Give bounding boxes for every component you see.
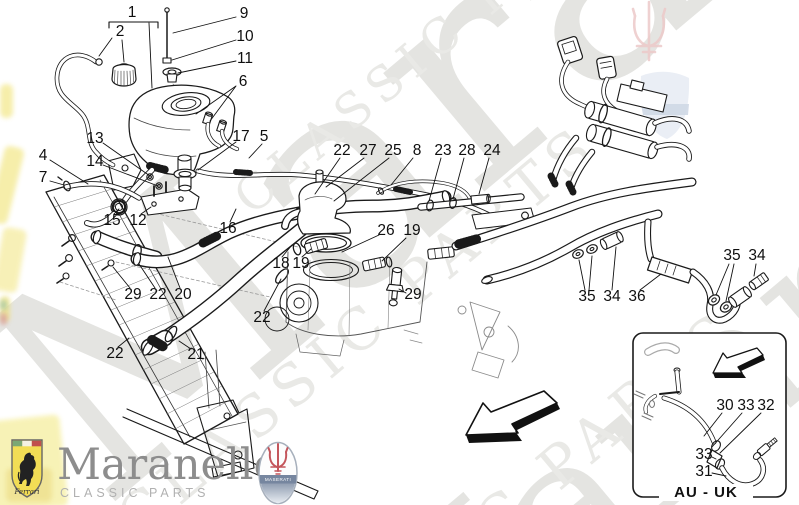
callout-33[interactable]: 33	[737, 397, 755, 414]
callout-14[interactable]: 14	[86, 153, 104, 170]
callout-18[interactable]: 18	[272, 255, 290, 272]
ghost-parts	[403, 301, 519, 379]
callout-21[interactable]: 21	[187, 346, 205, 363]
callout-7[interactable]: 7	[38, 169, 48, 186]
callout-29[interactable]: 29	[404, 286, 422, 303]
brand-name: Maranello	[57, 440, 280, 490]
inset-region-label: AU - UK	[659, 484, 753, 501]
callout-28[interactable]: 28	[458, 142, 476, 159]
leader-lines	[49, 16, 762, 477]
construction-lines	[59, 211, 299, 301]
callout-16[interactable]: 16	[219, 220, 237, 237]
callout-34[interactable]: 34	[748, 247, 766, 264]
expansion-tank	[128, 84, 240, 177]
maserati-badge: MASERATI	[258, 441, 298, 505]
callout-20[interactable]: 20	[174, 286, 192, 303]
callout-17[interactable]: 17	[232, 128, 250, 145]
watermark-blob	[0, 313, 7, 325]
watermark-blob	[0, 84, 13, 118]
callout-27[interactable]: 27	[359, 142, 377, 159]
vent-pipe	[376, 179, 472, 201]
callout-29[interactable]: 29	[124, 286, 142, 303]
watermark-blob	[0, 300, 7, 310]
callout-34[interactable]: 34	[603, 288, 621, 305]
direction-arrow	[465, 390, 560, 443]
hose-stubs	[292, 238, 455, 272]
callout-24[interactable]: 24	[483, 142, 501, 159]
callout-25[interactable]: 25	[384, 142, 402, 159]
callout-4[interactable]: 4	[38, 147, 48, 164]
ferrari-badge: Ferrari	[11, 439, 43, 498]
callout-36[interactable]: 36	[628, 288, 646, 305]
watermark-maserati-logo	[631, 0, 667, 62]
callout-22[interactable]: 22	[149, 286, 167, 303]
inset-box-au-uk	[632, 332, 787, 498]
callout-13[interactable]: 13	[86, 130, 104, 147]
callout-10[interactable]: 10	[236, 28, 254, 45]
brand-tagline: CLASSIC PARTS	[60, 486, 210, 500]
callout-2[interactable]: 2	[115, 23, 125, 40]
trident-icon	[267, 443, 289, 475]
temperature-sensor	[385, 266, 404, 307]
callout-19[interactable]: 19	[403, 222, 421, 239]
water-pump	[264, 283, 319, 332]
maserati-badge-label: MASERATI	[265, 477, 291, 482]
callout-26[interactable]: 26	[377, 222, 395, 239]
callout-31[interactable]: 31	[695, 463, 713, 480]
callout-8[interactable]: 8	[412, 142, 422, 159]
callout-15[interactable]: 15	[103, 212, 121, 229]
callout-35[interactable]: 35	[723, 247, 741, 264]
solenoid-valves	[547, 35, 692, 196]
callout-32[interactable]: 32	[757, 397, 775, 414]
ferrari-badge-label: Ferrari	[13, 488, 39, 496]
callout-1[interactable]: 1	[127, 4, 137, 21]
callout-9[interactable]: 9	[239, 5, 249, 22]
callout-22[interactable]: 22	[333, 142, 351, 159]
callout-6[interactable]: 6	[238, 73, 248, 90]
callout-23[interactable]: 23	[434, 142, 452, 159]
callout-22[interactable]: 22	[253, 309, 271, 326]
callout-30[interactable]: 30	[716, 397, 734, 414]
callout-5[interactable]: 5	[259, 128, 269, 145]
callout-33[interactable]: 33	[695, 446, 713, 463]
callout-11[interactable]: 11	[236, 50, 254, 67]
thermostat-housing	[281, 169, 360, 282]
right-pipe-assembly	[572, 218, 769, 324]
callout-19[interactable]: 19	[292, 255, 310, 272]
tank-mount-parts	[140, 154, 200, 216]
heater-pipes	[451, 177, 697, 285]
callout-12[interactable]: 12	[129, 212, 147, 229]
tank-cap	[54, 52, 137, 168]
callout-22[interactable]: 22	[106, 345, 124, 362]
callout-35[interactable]: 35	[578, 288, 596, 305]
